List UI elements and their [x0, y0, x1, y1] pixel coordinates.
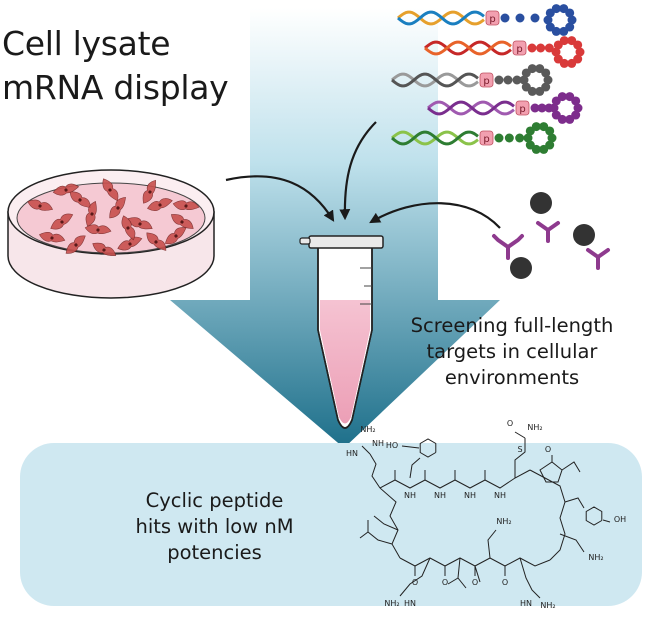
puromycin-label: p [516, 44, 522, 55]
atom-label: HN [520, 599, 532, 608]
cell [147, 198, 173, 211]
atom-label: O [545, 445, 551, 454]
cell [109, 197, 126, 219]
hits-line-3: potencies [167, 541, 262, 564]
cell [127, 217, 153, 230]
cell [84, 224, 112, 235]
atom-label: NH [404, 491, 416, 500]
figure-title: Cell lysate mRNA display [2, 22, 229, 110]
puromycin-linker [479, 130, 494, 146]
atom-label: NH₂ [496, 517, 511, 526]
hits-line-2: hits with low nM [135, 515, 294, 538]
cell [52, 183, 80, 196]
atom-label: O [472, 578, 478, 587]
puromycin-linker [479, 72, 494, 88]
atom-label: NH₂ [588, 553, 603, 562]
puromycin-linker [512, 40, 527, 56]
cell-cluster [27, 178, 200, 256]
cell [170, 214, 194, 229]
atom-label: NH₂ [540, 601, 555, 610]
atom-label: NH₂ [384, 599, 399, 608]
screening-line-2: targets in cellular [426, 340, 598, 363]
mrna-peptide-fusion: p [427, 92, 583, 124]
cell [50, 213, 74, 230]
title-line-2: mRNA display [2, 68, 229, 107]
atom-label: HN [404, 599, 416, 608]
atom-label: NH₂ [360, 425, 375, 434]
atom-label: OH [614, 515, 626, 524]
title-line-1: Cell lysate [2, 24, 171, 63]
mrna-peptide-fusions: p p p p p [391, 4, 585, 154]
atom-label: NH₂ [527, 423, 542, 432]
puromycin-label: p [519, 104, 525, 115]
arrow-from-antibodies [369, 202, 501, 229]
cyclic-peptide-structure: O O O O NH NH NH NH S HO OH NH₂ O NH HN NH₂ NH₂ HN NH₂ HN NH… [346, 419, 626, 610]
antibody-bead-3 [573, 224, 610, 270]
atom-label: O [412, 578, 418, 587]
cell [85, 201, 97, 227]
atom-label: NH [434, 491, 446, 500]
cell [146, 232, 167, 251]
tube-lid [308, 235, 384, 249]
cell [65, 235, 86, 254]
big-arrow-shape [170, 8, 500, 448]
antibody-beads [492, 192, 610, 279]
atom-label: HN [346, 449, 358, 458]
puromycin-label: p [489, 14, 495, 25]
antibody-bead-2 [530, 192, 560, 243]
tube-liquid [320, 300, 370, 424]
atom-label: HO [386, 441, 398, 450]
eppendorf-tube [299, 235, 384, 429]
antibody-bead-1 [492, 234, 532, 279]
atom-label: S [517, 445, 522, 454]
atom-label: NH [372, 439, 384, 448]
atom-label: O [442, 578, 448, 587]
cell [117, 236, 143, 251]
cell [92, 242, 117, 256]
mrna-peptide-fusion: p [397, 4, 577, 36]
arrow-from-dish [225, 175, 335, 222]
screening-caption: Screening full-length targets in cellula… [381, 313, 643, 391]
cell [102, 178, 119, 202]
mrna-peptide-fusion: p [424, 36, 585, 68]
cell [27, 199, 53, 211]
cell [164, 227, 187, 245]
hits-caption: Cyclic peptide hits with low nM potencie… [112, 488, 317, 566]
hits-line-1: Cyclic peptide [145, 489, 284, 512]
screening-line-3: environments [444, 366, 580, 389]
puromycin-label: p [483, 134, 489, 145]
input-arrows [225, 121, 501, 229]
atom-label: O [502, 578, 508, 587]
screening-line-1: Screening full-length [410, 314, 614, 337]
result-panel [20, 443, 642, 606]
atom-label: NH [494, 491, 506, 500]
cell [39, 231, 66, 243]
cell [121, 215, 136, 241]
petri-dish [7, 169, 215, 299]
mrna-peptide-fusion: p [391, 64, 553, 96]
atom-label: NH [464, 491, 476, 500]
puromycin-label: p [483, 76, 489, 87]
cell [172, 200, 200, 211]
mrna-peptide-fusion: p [391, 122, 557, 154]
cell [142, 179, 156, 204]
puromycin-linker [515, 100, 530, 116]
puromycin-linker [485, 10, 500, 26]
atom-label: O [507, 419, 513, 428]
arrow-from-fusions [339, 121, 377, 221]
